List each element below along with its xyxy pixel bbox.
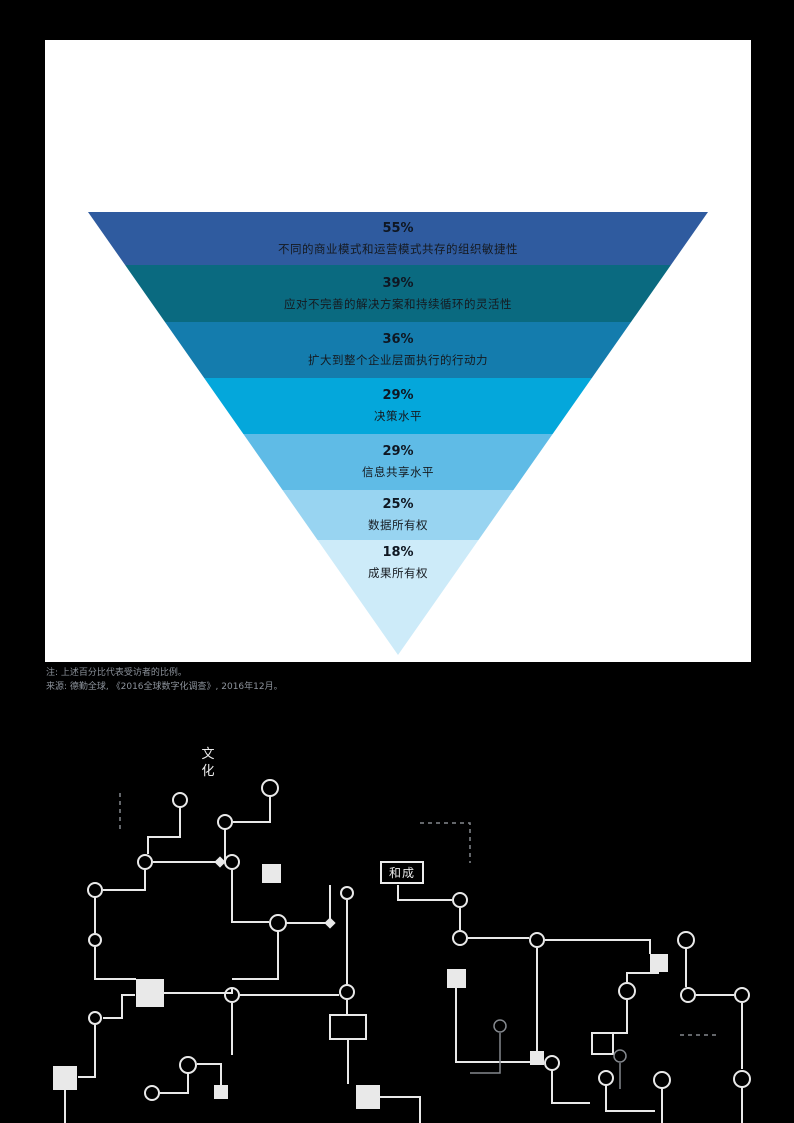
funnel-chart: 55% 不同的商业模式和运营模式共存的组织敏捷性 39% 应对不完善的解决方案和… <box>88 212 708 655</box>
funnel-level-value: 39% <box>382 275 414 291</box>
funnel-level-7: 18% 成果所有权 <box>88 540 708 655</box>
circuit-board-art <box>53 779 751 1123</box>
funnel-level-1: 55% 不同的商业模式和运营模式共存的组织敏捷性 <box>88 212 708 265</box>
source-line: 来源: 德勤全球, 《2016全球数字化调查》, 2016年12月。 <box>46 682 283 692</box>
funnel-level-label: 数据所有权 <box>368 518 428 532</box>
funnel-level-value: 29% <box>382 444 414 459</box>
chart-panel: 55% 不同的商业模式和运营模式共存的组织敏捷性 39% 应对不完善的解决方案和… <box>45 40 751 662</box>
funnel-level-value: 18% <box>382 545 414 560</box>
funnel-level-value: 55% <box>382 220 414 236</box>
illustration-label-culture: 文化 <box>201 747 215 779</box>
funnel-level-6: 25% 数据所有权 <box>88 490 708 540</box>
funnel-level-3: 36% 扩大到整个企业层面执行的行动力 <box>88 322 708 378</box>
funnel-level-label: 扩大到整个企业层面执行的行动力 <box>308 353 488 367</box>
funnel-level-label: 应对不完善的解决方案和持续循环的灵活性 <box>284 296 512 311</box>
funnel-level-2: 39% 应对不完善的解决方案和持续循环的灵活性 <box>88 265 708 322</box>
funnel-level-5: 29% 信息共享水平 <box>88 434 708 490</box>
funnel-level-4: 29% 决策水平 <box>88 378 708 434</box>
funnel-level-label: 成果所有权 <box>368 566 428 580</box>
illustration-label-integration: 和成 <box>380 861 425 884</box>
funnel-level-label: 信息共享水平 <box>362 465 434 479</box>
circuit-illustration: 文化 和成 <box>0 733 794 1123</box>
funnel-level-label: 决策水平 <box>374 409 422 423</box>
note-line: 注: 上述百分比代表受访者的比例。 <box>46 668 187 678</box>
funnel-level-value: 29% <box>382 388 414 403</box>
footnotes: 注: 上述百分比代表受访者的比例。 来源: 德勤全球, 《2016全球数字化调查… <box>46 666 283 694</box>
funnel-level-label: 不同的商业模式和运营模式共存的组织敏捷性 <box>278 241 518 256</box>
funnel-level-value: 25% <box>382 497 414 512</box>
funnel-level-value: 36% <box>382 332 414 347</box>
